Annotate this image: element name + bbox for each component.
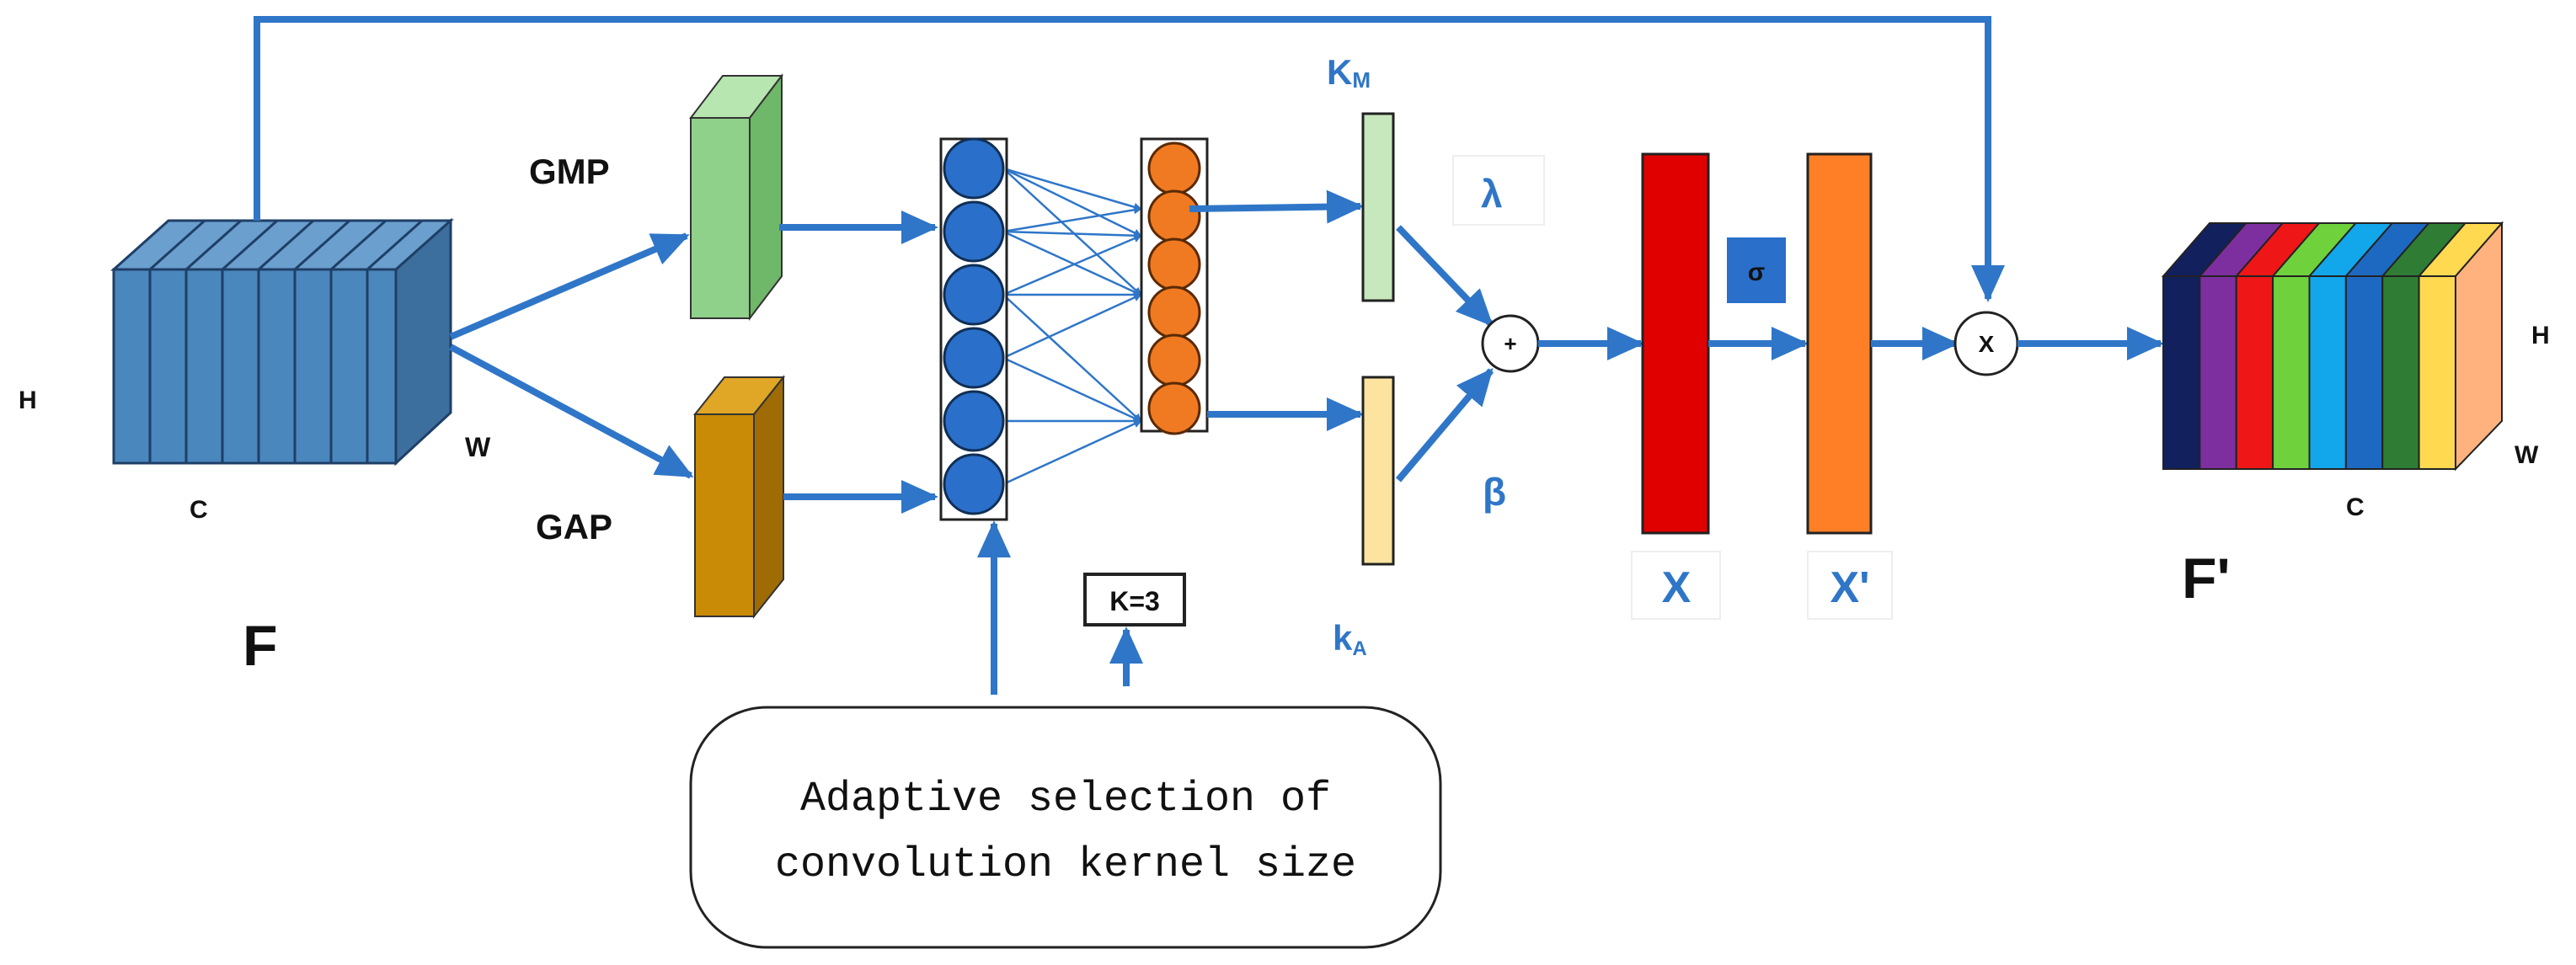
input-title: F	[243, 614, 278, 678]
input-channel-divider	[185, 219, 242, 271]
multiply-symbol: X	[1979, 331, 1995, 357]
adaptive-line-2: convolution kernel size	[775, 841, 1356, 889]
output-channel-stripe	[2199, 275, 2237, 470]
arrow-f-to-gap	[449, 344, 694, 479]
output-channel-stripe	[2272, 275, 2311, 470]
arrow-ka-to-sum	[1395, 367, 1494, 482]
gap-vector-block	[692, 375, 786, 619]
gmp-vector-block	[688, 73, 784, 321]
output-title: F'	[2182, 546, 2231, 610]
x-bar-label: X	[1662, 563, 1692, 612]
kernel-size-box	[1083, 573, 1186, 626]
orange-neuron	[1147, 285, 1201, 339]
input-channel-divider	[294, 219, 350, 271]
input-channel-divider	[258, 219, 314, 271]
output-channel-stripe	[2418, 275, 2456, 470]
km-weight-bar	[1361, 112, 1395, 302]
output-h-label: H	[2531, 322, 2550, 349]
gap-label: GAP	[536, 507, 612, 546]
input-w-label: W	[465, 432, 491, 462]
arrow-to-km-bar	[1189, 189, 1364, 224]
neuron-connection	[1002, 234, 1142, 296]
output-channel-stripe	[2308, 275, 2347, 470]
ka-label: kA	[1333, 618, 1367, 660]
beta-label: β	[1483, 470, 1506, 514]
input-channel-divider	[149, 219, 206, 271]
adaptive-selection-box	[689, 706, 1442, 949]
sum-symbol: +	[1504, 331, 1516, 356]
output-channel-stripe	[2235, 275, 2274, 470]
lambda-label: λ	[1481, 172, 1503, 216]
gmp-label: GMP	[529, 152, 610, 191]
output-w-label: W	[2515, 441, 2539, 469]
sigma-label: σ	[1748, 259, 1766, 286]
x-feature-bar	[1641, 152, 1710, 535]
neuron-connection	[1002, 205, 1142, 233]
adaptive-line-1: Adaptive selection of	[800, 776, 1331, 824]
input-channel-divider	[330, 219, 387, 271]
input-feature-map	[110, 217, 454, 467]
neuron-connections	[1002, 167, 1142, 486]
blue-neuron	[943, 200, 1005, 263]
neuron-connection	[1002, 230, 1142, 240]
orange-neuron	[1147, 189, 1201, 243]
ka-weight-bar	[1361, 376, 1395, 566]
input-h-label: H	[19, 387, 37, 414]
neuron-connection	[1002, 167, 1142, 211]
blue-neuron	[943, 264, 1005, 326]
output-c-label: C	[2346, 493, 2365, 521]
x-prime-bar-label: X'	[1830, 563, 1869, 612]
km-label: KM	[1327, 52, 1371, 93]
neuron-connection	[1002, 419, 1142, 486]
blue-neuron	[943, 390, 1005, 452]
orange-neuron	[1147, 141, 1201, 195]
neuron-connection	[1002, 356, 1142, 423]
output-channel-stripe	[2344, 275, 2384, 470]
neuron-connection	[1002, 167, 1142, 237]
skip-connection-arrow	[254, 16, 2005, 302]
blue-neuron	[943, 137, 1005, 200]
neuron-connection	[1002, 294, 1142, 423]
input-c-label: C	[190, 496, 208, 524]
sigma-box	[1727, 237, 1786, 303]
output-channel-stripe	[2381, 275, 2420, 470]
x-prime-feature-bar	[1806, 152, 1873, 535]
neuron-connection	[1002, 168, 1142, 296]
blue-neuron	[943, 327, 1005, 389]
input-channel-divider	[366, 219, 423, 271]
blue-neuron	[943, 453, 1005, 515]
arrow-km-to-sum	[1396, 225, 1494, 327]
neuron-connection	[1002, 293, 1142, 360]
orange-neuron	[1147, 381, 1201, 435]
neuron-connection	[1002, 230, 1142, 296]
arrow-f-to-gmp	[449, 232, 690, 340]
kernel-size-label: K=3	[1109, 586, 1160, 616]
output-channel-stripe	[2162, 275, 2201, 470]
output-feature-map	[2161, 221, 2504, 472]
orange-neuron	[1147, 333, 1201, 387]
orange-neuron	[1147, 237, 1201, 291]
input-channel-divider	[222, 219, 278, 271]
